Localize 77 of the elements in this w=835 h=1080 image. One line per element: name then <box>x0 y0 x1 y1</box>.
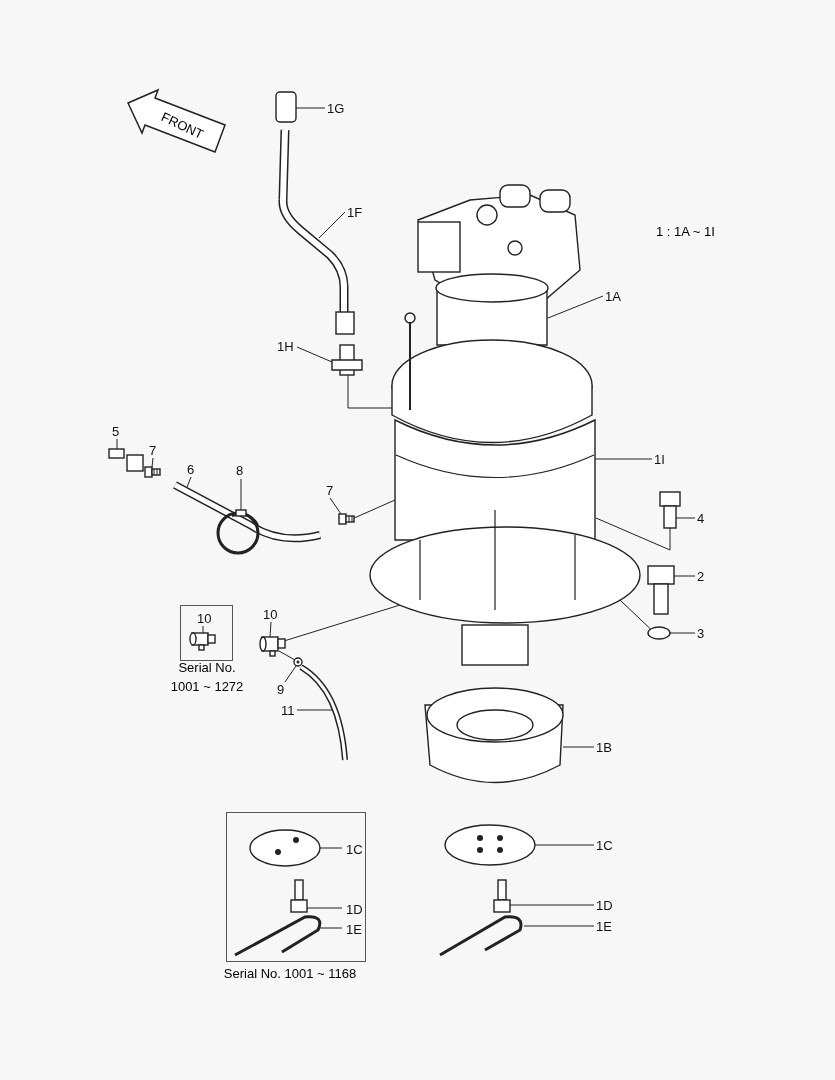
washer-drawing <box>647 626 671 640</box>
assembly-line <box>278 650 296 661</box>
callout-number: 5 <box>112 424 120 439</box>
callout-number: 1D <box>596 898 613 913</box>
leader-line <box>509 904 595 906</box>
serial-note: Serial No. 1001 ~ 1272 <box>169 659 245 696</box>
leader-line <box>296 709 334 711</box>
plate-drawing <box>444 824 536 866</box>
bolt-drawing <box>647 565 675 615</box>
callout-number: 9 <box>277 682 285 697</box>
assembly-line <box>595 517 671 551</box>
callout-number: 8 <box>236 463 244 478</box>
callout-number: 7 <box>326 483 334 498</box>
callout-number: 1D <box>346 902 363 917</box>
callout-number: 1C <box>346 842 363 857</box>
leader-line <box>319 927 343 929</box>
note-text: 1 : 1A ~ 1I <box>656 224 715 239</box>
gear-drawing <box>424 687 564 784</box>
assembly-line <box>283 604 401 642</box>
leader-line <box>523 925 595 927</box>
callout-number: 1F <box>347 205 363 220</box>
callout-number: 1H <box>277 339 294 354</box>
serial-note: Serial No. 1001 ~ 1168 <box>222 965 358 983</box>
clamp-drawing <box>216 509 260 555</box>
leader-line <box>669 632 696 634</box>
pin-drawing <box>439 915 523 957</box>
tee-fitting-drawing <box>189 632 216 651</box>
housing-drawing <box>369 312 641 666</box>
fitting-drawing <box>331 344 363 376</box>
fitting-drawing <box>338 513 355 525</box>
leader-line <box>151 457 154 468</box>
assembly-line <box>347 374 394 409</box>
callout-number: 7 <box>149 443 157 458</box>
callout-number: 1I <box>654 452 665 467</box>
leader-line <box>319 847 343 849</box>
bolt-drawing <box>659 491 681 529</box>
callout-number: 10 <box>197 611 212 626</box>
leader-line <box>318 211 346 239</box>
callout-number: 1E <box>346 922 362 937</box>
callout-number: 1B <box>596 740 612 755</box>
cap-drawing <box>275 91 297 123</box>
callout-number: 4 <box>697 511 705 526</box>
leader-line <box>329 497 342 515</box>
leader-line <box>202 625 204 634</box>
callout-number: 6 <box>187 462 195 477</box>
callout-number: 1G <box>327 101 345 116</box>
leader-line <box>186 476 192 488</box>
callout-number: 1A <box>605 289 621 304</box>
fitting-drawing <box>144 466 161 478</box>
motor-drawing <box>417 184 581 346</box>
callout-number: 11 <box>281 703 295 718</box>
callout-number: 3 <box>697 626 705 641</box>
callout-number: 2 <box>697 569 705 584</box>
callout-number: 10 <box>263 607 278 622</box>
inset-frame <box>180 605 233 661</box>
hose-drawing <box>299 664 348 761</box>
leader-line <box>594 458 653 460</box>
leader-line <box>675 517 696 519</box>
tee-fitting-drawing <box>259 636 286 657</box>
plate-drawing <box>249 829 321 867</box>
callout-number: 1C <box>596 838 613 853</box>
pin-drawing <box>234 915 322 957</box>
leader-line <box>284 665 297 683</box>
leader-line <box>296 346 333 363</box>
bolt-drawing <box>493 879 511 913</box>
plug-drawing <box>108 448 144 472</box>
leader-line <box>547 295 604 319</box>
bolt-drawing <box>290 879 308 913</box>
leader-line <box>269 621 272 638</box>
leader-line <box>116 438 118 450</box>
hose-drawing <box>173 481 321 543</box>
callout-number: 1E <box>596 919 612 934</box>
leader-line <box>306 907 343 909</box>
leader-line <box>240 478 242 511</box>
leader-line <box>562 746 595 748</box>
seal-ring-drawing <box>293 657 303 667</box>
inset-frame <box>226 812 366 962</box>
